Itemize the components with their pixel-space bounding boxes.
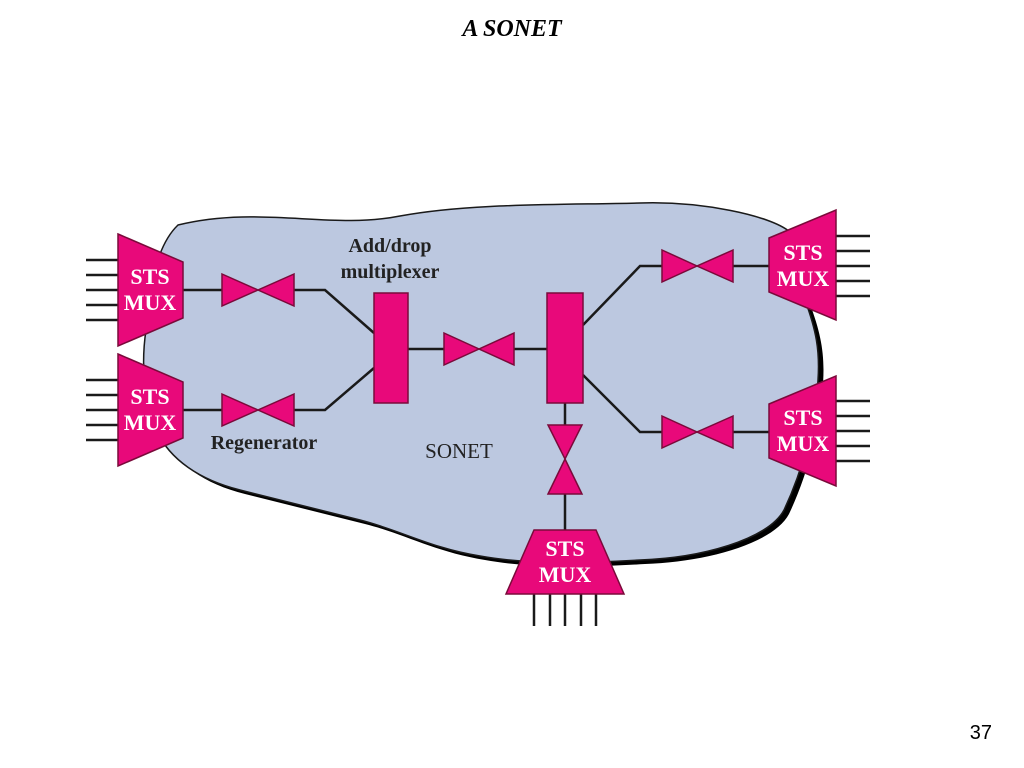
- sts-mux-right-bottom-line2: MUX: [777, 431, 830, 456]
- sts-mux-left-bottom-line2: MUX: [124, 410, 177, 435]
- sts-mux-right-top-line2: MUX: [777, 266, 830, 291]
- regenerator-left-top: [221, 272, 295, 308]
- regenerator-left-bottom: [221, 392, 295, 428]
- sts-mux-right-bottom: STS MUX: [768, 374, 837, 488]
- tributary-lines-left-top: [86, 258, 118, 322]
- network-links: [183, 264, 769, 530]
- sts-mux-right-top: STS MUX: [768, 208, 837, 322]
- sts-mux-left-top-line1: STS: [130, 264, 169, 289]
- add-drop-multiplexer-right: [546, 292, 584, 404]
- sts-mux-left-top: STS MUX: [117, 232, 184, 348]
- page-number: 37: [969, 722, 992, 744]
- cloud-label: SONET: [425, 439, 493, 463]
- add-drop-label-line2: multiplexer: [341, 261, 440, 283]
- tributary-lines-right-bottom: [836, 399, 870, 463]
- tributary-lines-left-bottom: [86, 378, 118, 442]
- regenerator-center: [443, 331, 515, 367]
- sts-mux-bottom: STS MUX: [504, 529, 626, 595]
- tributary-lines-right-top: [836, 234, 870, 298]
- sts-mux-bottom-line2: MUX: [539, 562, 592, 587]
- regenerator-label: Regenerator: [211, 432, 318, 454]
- regenerator-right-top: [661, 248, 734, 284]
- network-cloud: [142, 202, 820, 564]
- sts-mux-left-top-line2: MUX: [124, 290, 177, 315]
- add-drop-label-line1: Add/drop: [348, 235, 431, 257]
- sts-mux-left-bottom: STS MUX: [117, 352, 184, 468]
- sts-mux-bottom-line1: STS: [545, 536, 584, 561]
- sts-mux-right-top-line1: STS: [783, 240, 822, 265]
- add-drop-multiplexer-left: [373, 292, 409, 404]
- sts-mux-right-bottom-line1: STS: [783, 405, 822, 430]
- regenerator-right-bottom: [661, 414, 734, 450]
- regenerator-vertical: [546, 424, 584, 495]
- tributary-lines-bottom: [532, 594, 598, 626]
- slide-title: A SONET: [462, 16, 562, 42]
- sts-mux-left-bottom-line1: STS: [130, 384, 169, 409]
